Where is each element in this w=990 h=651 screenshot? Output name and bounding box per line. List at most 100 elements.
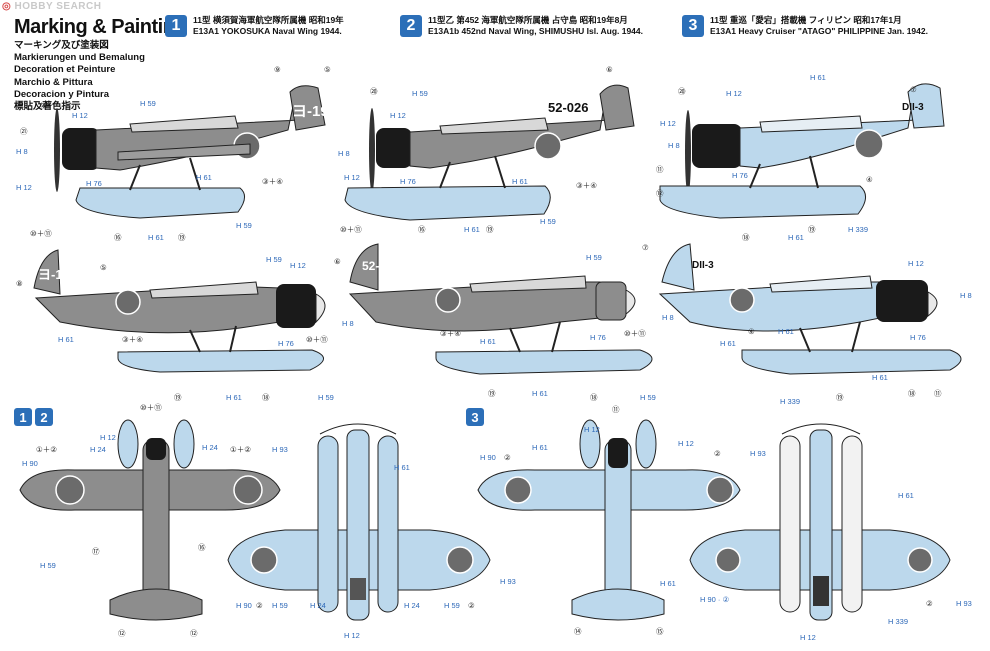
callout: ⑧ [16, 279, 23, 288]
callout: ⑪ [656, 165, 664, 174]
paint-ref: H 61 [660, 579, 676, 588]
callout: ⑩＋⑪ [140, 403, 162, 412]
paint-ref: H 12 [726, 89, 742, 98]
paint-ref: H 61 [532, 443, 548, 452]
hinomaru-roundel [435, 287, 461, 313]
callout: ㉑ [20, 127, 28, 136]
tail-code: DII-3 [692, 260, 714, 271]
callout: ⑲ [174, 393, 182, 402]
callout: ⑫ [656, 189, 664, 198]
language-es: Decoracion y Pintura [14, 88, 110, 100]
float-left [779, 435, 801, 613]
paint-ref: H 24 [90, 445, 106, 454]
hinomaru-roundel [854, 129, 884, 159]
paint-ref: H 12 [800, 633, 816, 642]
hinomaru-roundel [233, 475, 263, 505]
paint-ref: H 24 [202, 443, 218, 452]
paint-ref: H 76 [590, 333, 606, 342]
language-de: Markierungen und Bemalung [14, 52, 145, 64]
callout: ⑥ [606, 65, 613, 74]
paint-ref: H 61 [58, 335, 74, 344]
callout: ⑲ [486, 225, 494, 234]
canopy [769, 275, 873, 293]
hinomaru-roundel [55, 475, 85, 505]
paint-ref: H 24 [310, 601, 326, 610]
callout: ③＋④ [576, 181, 597, 190]
plan-3-bottom-view [689, 423, 951, 621]
callout: ⑳ [370, 87, 378, 96]
scheme-2-header: 2 11型乙 第452 海軍航空隊所属機 占守島 昭和19年8月 E13A1b … [400, 15, 643, 37]
paint-ref: H 8 [662, 313, 674, 322]
callout: ④ [866, 175, 873, 184]
engine-top [146, 438, 166, 460]
hinomaru-roundel [446, 546, 474, 574]
callout: ⑪ [612, 405, 620, 414]
spinner [315, 293, 326, 324]
callout: ⑩＋⑪ [624, 329, 646, 338]
float-top-left [117, 419, 139, 469]
paint-ref: H 90 · ② [700, 595, 730, 604]
paint-ref: H 61 [532, 389, 548, 398]
paint-ref: H 59 [40, 561, 56, 570]
exhaust-bottom [350, 578, 366, 600]
page-title: Marking & Painting [14, 16, 187, 38]
tail-fin [599, 84, 635, 131]
paint-ref: H 59 [540, 217, 556, 226]
callout: ①＋② [36, 445, 57, 454]
engine-cowling [62, 128, 100, 170]
paint-ref: H 59 [318, 393, 334, 402]
watermark-logo-icon: ◎ [2, 1, 12, 12]
propeller-icon [369, 108, 375, 192]
scheme-1-side-left: ヨ-19 [33, 249, 326, 373]
paint-ref: H 93 [750, 449, 766, 458]
paint-ref: H 61 [148, 233, 164, 242]
paint-ref: H 59 [586, 253, 602, 262]
paint-ref: H 12 [16, 183, 32, 192]
callout: ② [256, 601, 263, 610]
paint-ref: H 61 [778, 327, 794, 336]
paint-ref: H 339 [780, 397, 800, 406]
scheme-1-badge: 1 [165, 15, 187, 37]
paint-ref: H 12 [584, 425, 600, 434]
callout: ⑨ [274, 65, 281, 74]
canopy [439, 117, 549, 135]
callout: ⑩＋⑪ [306, 335, 328, 344]
hinomaru-roundel [250, 546, 278, 574]
float-right [841, 435, 863, 613]
engine-cowling [692, 124, 742, 168]
hinomaru-roundel [715, 547, 741, 573]
paint-ref: H 61 [196, 173, 212, 182]
paint-ref: H 93 [272, 445, 288, 454]
paint-ref: H 61 [226, 393, 242, 402]
paint-ref: H 76 [732, 171, 748, 180]
plan-3-top-view [477, 419, 741, 621]
fuselage-bottom [809, 429, 833, 621]
paint-ref: H 61 [720, 339, 736, 348]
paint-ref: H 61 [394, 463, 410, 472]
scheme-2-side-right: 52-026 [344, 84, 635, 221]
paint-ref: H 61 [810, 73, 826, 82]
plan-view-badges-1-2: 1 2 [14, 408, 56, 426]
scheme-2-title-ja: 11型乙 第452 海軍航空隊所属機 占守島 昭和19年8月 [428, 15, 628, 25]
tail-fin [661, 243, 695, 291]
paint-ref: H 61 [788, 233, 804, 242]
paint-ref: H 339 [848, 225, 868, 234]
plan-1-2-bottom-view [227, 423, 491, 621]
float-top-left [579, 419, 601, 469]
watermark-prefix: HOBBY [14, 1, 53, 12]
paint-ref: H 61 [512, 177, 528, 186]
paint-ref: H 12 [908, 259, 924, 268]
paint-ref: H 8 [960, 291, 972, 300]
scheme-1-title-ja: 11型 横須賀海軍航空隊所属機 昭和19年 [193, 15, 344, 25]
canopy [149, 281, 259, 299]
tail-code: ヨ-19 [38, 267, 70, 282]
paint-ref: H 76 [910, 333, 926, 342]
paint-ref: H 59 [640, 393, 656, 402]
paint-ref: H 12 [678, 439, 694, 448]
scheme-1-header: 1 11型 横須賀海軍航空隊所属機 昭和19年 E13A1 YOKOSUKA N… [165, 15, 344, 37]
main-float [344, 185, 551, 221]
paint-ref: H 59 [412, 89, 428, 98]
watermark: ◎ HOBBY SEARCH [2, 1, 101, 12]
